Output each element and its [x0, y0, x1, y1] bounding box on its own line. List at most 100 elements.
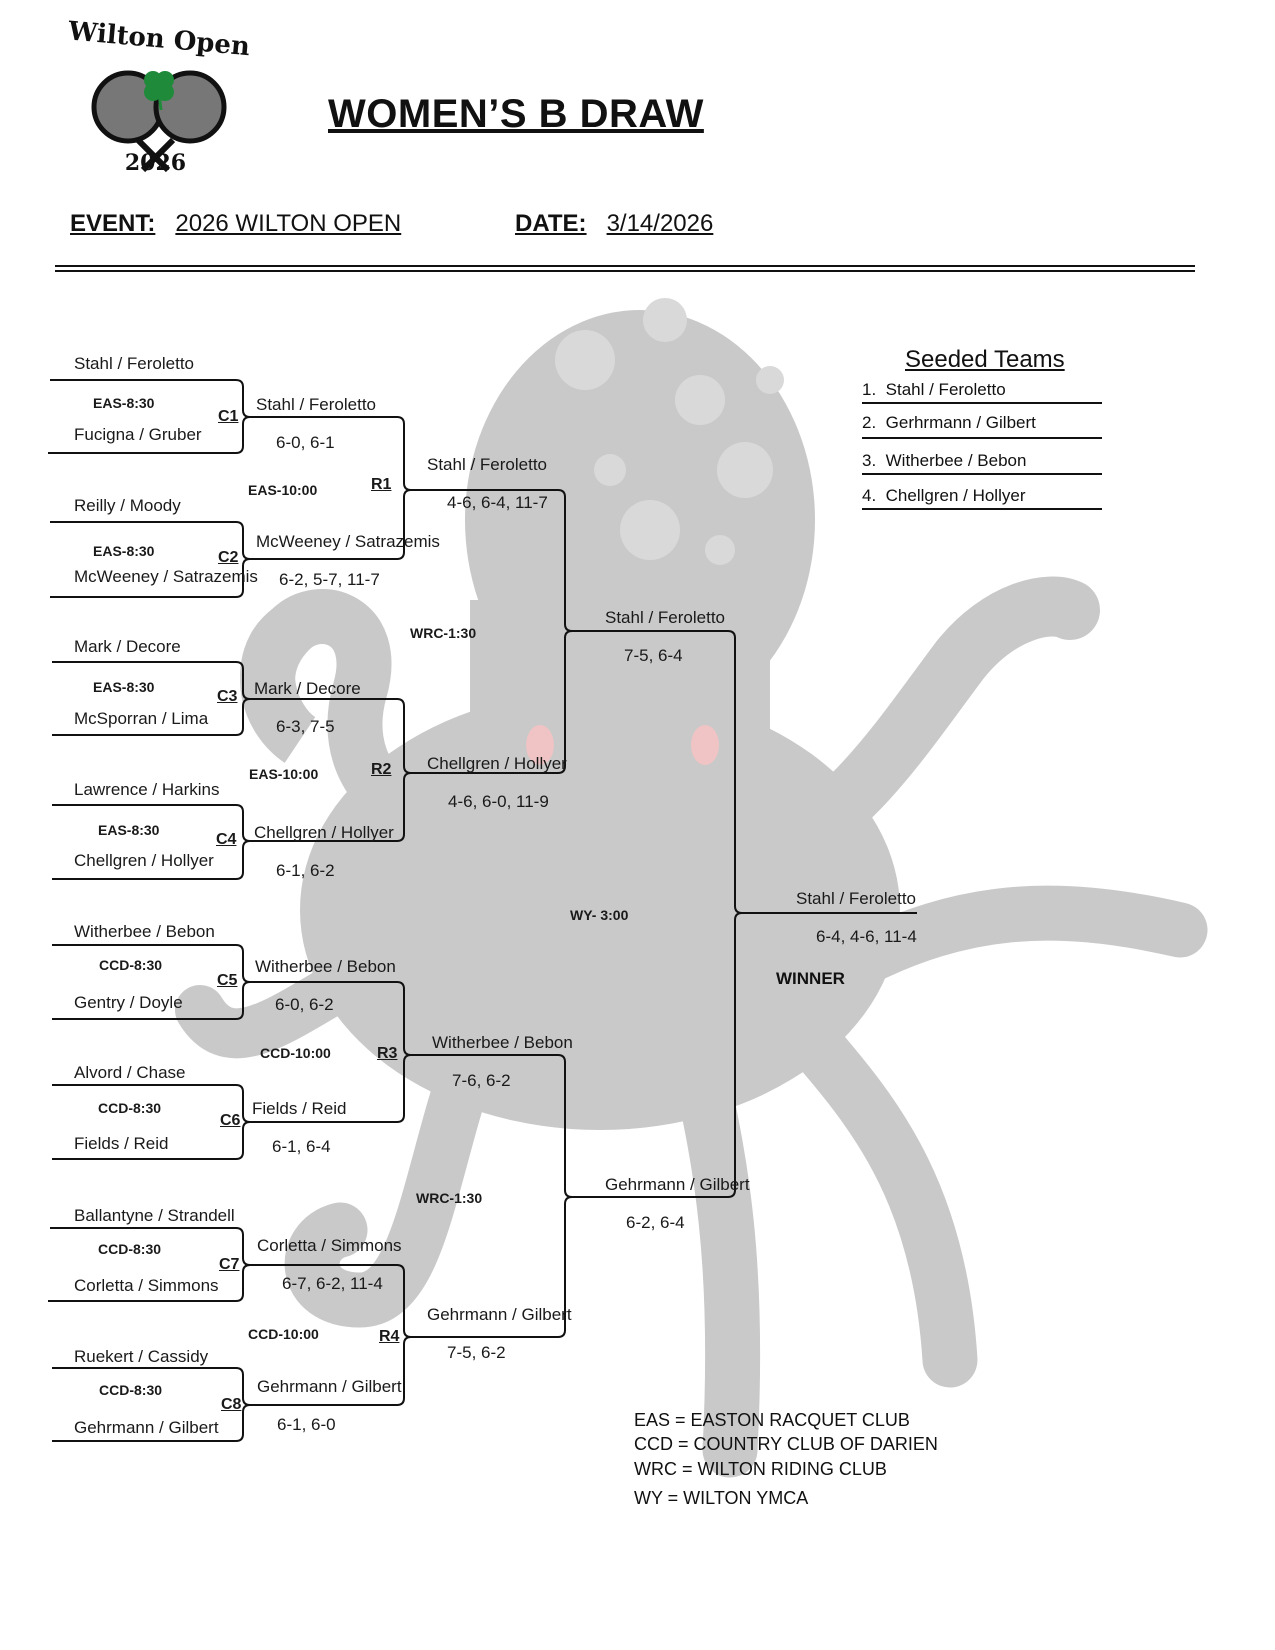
team-name: Corletta / Simmons	[74, 1276, 219, 1295]
match-time: EAS-10:00	[249, 766, 319, 782]
match-time: CCD-10:00	[248, 1326, 319, 1342]
team-name: Gehrmann / Gilbert	[427, 1305, 572, 1324]
team-name: McWeeney / Satrazemis	[74, 567, 258, 586]
team-name: Stahl / Feroletto	[256, 395, 377, 414]
header-divider	[55, 265, 1195, 267]
team-name: Alvord / Chase	[74, 1063, 186, 1082]
match-score: 6-0, 6-2	[275, 995, 334, 1014]
team-name: Ruekert / Cassidy	[74, 1347, 209, 1366]
date-label: DATE:	[515, 210, 587, 237]
match-score: 6-1, 6-4	[272, 1137, 331, 1156]
logo-year: 2026	[124, 150, 187, 176]
match-time: EAS-8:30	[93, 679, 155, 695]
team-name: Gentry / Doyle	[74, 993, 183, 1012]
court-label: R3	[377, 1045, 398, 1062]
court-label: C5	[217, 972, 238, 989]
court-label: R4	[379, 1328, 400, 1345]
winner-label: WINNER	[776, 969, 845, 988]
match-score: 6-1, 6-2	[276, 861, 335, 880]
match-score: 6-3, 7-5	[276, 717, 335, 736]
team-name: Ballantyne / Strandell	[74, 1206, 235, 1225]
court-label: C1	[218, 408, 239, 425]
match-score: 6-0, 6-1	[276, 433, 335, 452]
seed-item: 4. Chellgren / Hollyer	[862, 486, 1102, 510]
match-score: 6-2, 5-7, 11-7	[279, 570, 380, 589]
team-name: Fields / Reid	[74, 1134, 169, 1153]
match-time: CCD-8:30	[99, 1382, 163, 1398]
match-score: 6-7, 6-2, 11-4	[282, 1274, 383, 1293]
match-time: EAS-8:30	[93, 395, 155, 411]
team-name: Stahl / Feroletto	[605, 608, 726, 627]
racquets-clover-icon	[91, 70, 227, 173]
legend-item: WRC = WILTON RIDING CLUB	[634, 1459, 887, 1479]
match-score: 6-1, 6-0	[277, 1415, 336, 1434]
seed-item: 1. Stahl / Feroletto	[862, 380, 1102, 404]
seed-number: 2.	[862, 413, 877, 432]
seed-team: Witherbee / Bebon	[885, 451, 1027, 470]
court-label: C6	[220, 1112, 241, 1129]
event-line: EVENT: 2026 WILTON OPEN	[70, 210, 401, 238]
match-score: 6-2, 6-4	[626, 1213, 685, 1232]
team-name: Mark / Decore	[254, 679, 361, 698]
court-label: R1	[371, 476, 392, 493]
date-value: 3/14/2026	[606, 210, 714, 237]
team-name: Witherbee / Bebon	[432, 1033, 573, 1052]
event-label: EVENT:	[70, 210, 156, 237]
court-label: C2	[218, 549, 239, 566]
team-name: Witherbee / Bebon	[74, 922, 215, 941]
court-label: C7	[219, 1256, 240, 1273]
seeded-heading: Seeded Teams	[905, 346, 1065, 373]
wilton-open-logo: Wilton Open 2026	[67, 16, 251, 177]
team-name: Stahl / Feroletto	[427, 455, 548, 474]
team-name: Fucigna / Gruber	[74, 425, 202, 444]
champion-score: 6-4, 4-6, 11-4	[816, 927, 917, 946]
team-name: Gehrmann / Gilbert	[74, 1418, 219, 1437]
team-name: Reilly / Moody	[74, 496, 181, 515]
match-time: CCD-10:00	[260, 1045, 331, 1061]
team-name: Fields / Reid	[252, 1099, 347, 1118]
team-name: Lawrence / Harkins	[74, 780, 220, 799]
match-time: WRC-1:30	[416, 1190, 483, 1206]
team-name: McWeeney / Satrazemis	[256, 532, 440, 551]
match-time: CCD-8:30	[99, 957, 163, 973]
legend-item: CCD = COUNTRY CLUB OF DARIEN	[634, 1434, 938, 1454]
team-name: Corletta / Simmons	[257, 1236, 402, 1255]
team-name: Chellgren / Hollyer	[427, 754, 567, 773]
team-name: McSporran / Lima	[74, 709, 209, 728]
legend-item: WY = WILTON YMCA	[634, 1488, 809, 1508]
seed-number: 3.	[862, 451, 877, 470]
match-score: 4-6, 6-4, 11-7	[447, 493, 548, 512]
seed-team: Stahl / Feroletto	[885, 380, 1006, 399]
court-label: C8	[221, 1396, 242, 1413]
team-name: Gehrmann / Gilbert	[257, 1377, 402, 1396]
match-score: 7-5, 6-4	[624, 646, 683, 665]
team-name: Chellgren / Hollyer	[254, 823, 394, 842]
match-time: EAS-10:00	[248, 482, 318, 498]
court-label: R2	[371, 761, 392, 778]
seed-team: Chellgren / Hollyer	[885, 486, 1026, 505]
court-label: C4	[216, 831, 237, 848]
match-score: 7-6, 6-2	[452, 1071, 511, 1090]
match-score: 7-5, 6-2	[447, 1343, 506, 1362]
event-value: 2026 WILTON OPEN	[175, 210, 402, 237]
match-time: EAS-8:30	[98, 822, 160, 838]
team-name: Witherbee / Bebon	[255, 957, 396, 976]
court-label: C3	[217, 688, 238, 705]
match-time: CCD-8:30	[98, 1100, 162, 1116]
team-name: Mark / Decore	[74, 637, 181, 656]
match-time: CCD-8:30	[98, 1241, 162, 1257]
date-line: DATE: 3/14/2026	[515, 210, 713, 238]
seed-number: 4.	[862, 486, 877, 505]
champion-name: Stahl / Feroletto	[796, 889, 917, 908]
seed-item: 3. Witherbee / Bebon	[862, 451, 1102, 475]
team-name: Gehrmann / Gilbert	[605, 1175, 750, 1194]
seed-number: 1.	[862, 380, 877, 399]
legend-item: EAS = EASTON RACQUET CLUB	[634, 1410, 910, 1430]
header-divider-2	[55, 270, 1195, 272]
page-title: WOMEN’S B DRAW	[328, 92, 704, 136]
match-time: WY- 3:00	[570, 907, 629, 923]
team-name: Chellgren / Hollyer	[74, 851, 214, 870]
seed-team: Gerhrmann / Gilbert	[885, 413, 1036, 432]
